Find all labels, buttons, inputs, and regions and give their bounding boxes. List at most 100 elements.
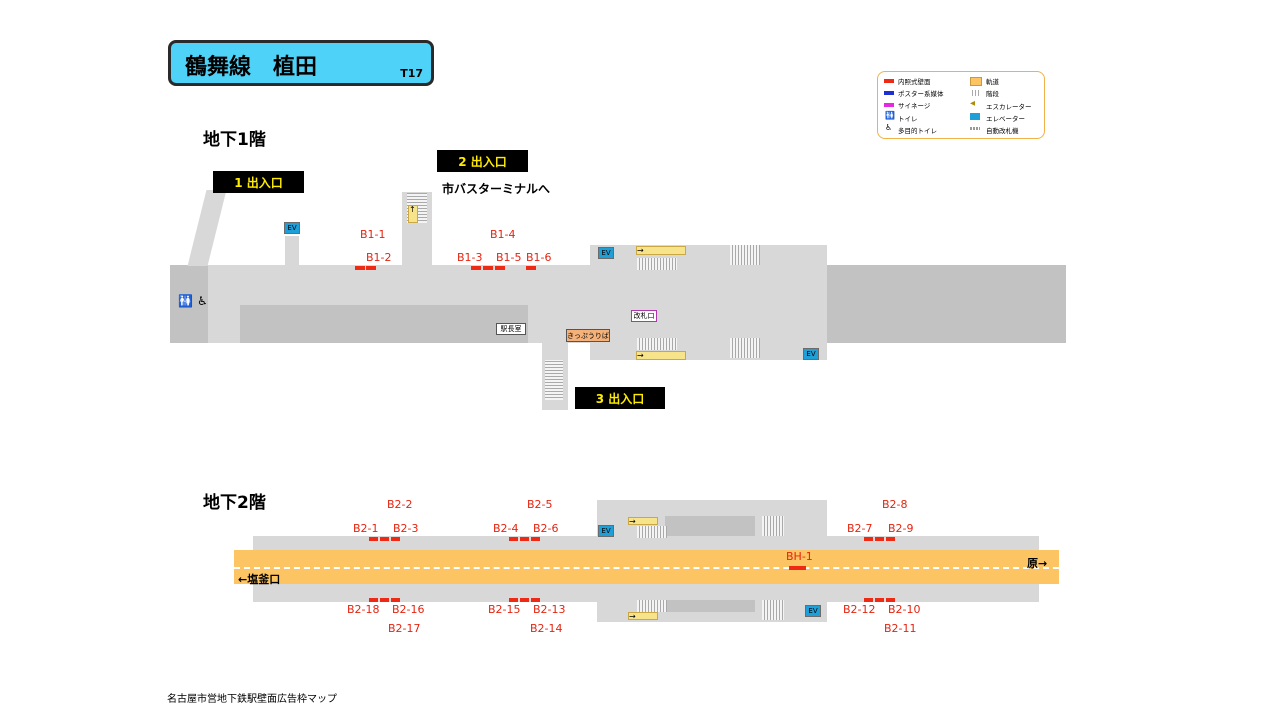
exit-2-sign: 2 出入口 (437, 150, 528, 172)
station-office: 駅長室 (496, 323, 526, 335)
ad-frame-b2-14 (520, 598, 529, 602)
ad-label-b2-1: B2-1 (353, 522, 379, 535)
escalator-icon: ◀ (970, 99, 975, 107)
ad-frame-b2-16 (391, 598, 400, 602)
ad-label-b2-11: B2-11 (884, 622, 917, 635)
multi-toilet-icon: ♿ (885, 123, 893, 132)
legend-escalator: エスカレーター (986, 103, 1032, 111)
b1-stairs-south (637, 338, 677, 350)
ticket-gate: 改札口 (631, 310, 657, 322)
b2-south-block (665, 600, 755, 612)
ad-label-b2-3: B2-3 (393, 522, 419, 535)
ad-frame-b2-17 (380, 598, 389, 602)
ad-frame-b2-11 (875, 598, 884, 602)
ad-label-b2-14: B2-14 (530, 622, 563, 635)
ad-frame-b1-1 (355, 266, 365, 270)
ad-label-bh-1: BH-1 (786, 550, 813, 563)
exit-3-sign: 3 出入口 (575, 387, 665, 409)
floor-title-b2: 地下2階 (203, 493, 266, 513)
lit-wall-swatch (884, 79, 894, 83)
b1-escalator-north: → (636, 246, 686, 255)
b1-inner-block (240, 305, 528, 343)
ad-frame-b1-6 (526, 266, 536, 270)
ad-frame-b1-5 (495, 266, 505, 270)
station-title-box: 鶴舞線 植田 T17 (168, 40, 434, 86)
b1-stairs-north (637, 258, 677, 270)
legend-poster: ポスター系媒体 (898, 90, 944, 98)
toilet-icon: 🚻 (178, 294, 193, 308)
ad-frame-b2-2 (380, 537, 389, 541)
signage-swatch (884, 103, 894, 107)
ad-label-b2-2: B2-2 (387, 498, 413, 511)
ad-label-b1-2: B1-2 (366, 251, 392, 264)
bus-terminal-note: 市バスターミナルへ (442, 182, 551, 196)
ad-label-b1-1: B1-1 (360, 228, 386, 241)
ad-label-b2-17: B2-17 (388, 622, 421, 635)
ad-label-b2-18: B2-18 (347, 603, 380, 616)
ad-frame-bh-1 (789, 566, 806, 570)
ad-label-b2-6: B2-6 (533, 522, 559, 535)
legend-signage: サイネージ (898, 102, 931, 110)
ad-label-b1-6: B1-6 (526, 251, 552, 264)
b2-north-block (665, 516, 755, 536)
b2-stairs-ne (762, 516, 784, 536)
ad-frame-b2-12 (864, 598, 873, 602)
b1-escalator-south: → (636, 351, 686, 360)
ad-label-b2-7: B2-7 (847, 522, 873, 535)
ev-shaft (285, 236, 299, 266)
toilet-icon: 🚻 (885, 111, 895, 120)
ad-label-b1-3: B1-3 (457, 251, 483, 264)
legend: 内照式壁面 ポスター系媒体 サイネージ 🚻 トイレ ♿ 多目的トイレ 軌道 階段… (877, 71, 1045, 139)
gate-icon (970, 127, 980, 130)
elevator-icon (970, 113, 980, 120)
footer-caption: 名古屋市営地下鉄駅壁面広告枠マップ (167, 694, 337, 705)
ad-frame-b2-7 (864, 537, 873, 541)
exit-1-sign: 1 出入口 (213, 171, 304, 193)
exit3-stairs (545, 360, 563, 400)
b2-stairs-south (637, 600, 667, 612)
ad-frame-b2-1 (369, 537, 378, 541)
ad-label-b2-10: B2-10 (888, 603, 921, 616)
legend-stairs: 階段 (986, 90, 999, 98)
elevator-b1-west: EV (284, 222, 300, 234)
ad-label-b2-5: B2-5 (527, 498, 553, 511)
legend-lit-wall: 内照式壁面 (898, 78, 931, 86)
ad-label-b2-13: B2-13 (533, 603, 566, 616)
direction-right: 原→ (1027, 557, 1048, 570)
ad-frame-b2-10 (886, 598, 895, 602)
ad-frame-b2-8 (875, 537, 884, 541)
poster-swatch (884, 91, 894, 95)
b1-stairs-se (730, 338, 760, 358)
ad-frame-b2-13 (531, 598, 540, 602)
ad-frame-b2-5 (520, 537, 529, 541)
elevator-b2-north: EV (598, 525, 614, 537)
ad-frame-b1-4 (483, 266, 493, 270)
ad-label-b2-4: B2-4 (493, 522, 519, 535)
exit2-escalator: ↑ (408, 205, 418, 223)
multi-toilet-icon: ♿ (197, 294, 208, 308)
ad-label-b1-5: B1-5 (496, 251, 522, 264)
floor-title-b1: 地下1階 (203, 130, 266, 150)
stairs-swatch (970, 90, 980, 96)
b2-stairs-north (637, 526, 667, 538)
ad-frame-b2-15 (509, 598, 518, 602)
track-swatch (970, 77, 982, 86)
ad-label-b2-15: B2-15 (488, 603, 521, 616)
ticket-machines: きっぷうりば (566, 329, 610, 342)
ad-label-b2-8: B2-8 (882, 498, 908, 511)
b1-west-block (170, 265, 208, 343)
ad-frame-b1-2 (366, 266, 376, 270)
elevator-b2-south: EV (805, 605, 821, 617)
b1-east-hall (747, 245, 827, 360)
legend-gate: 自動改札機 (986, 127, 1019, 135)
track-centerline (234, 567, 1059, 569)
ad-frame-b2-9 (886, 537, 895, 541)
b1-stairs-ne (730, 245, 760, 265)
legend-track: 軌道 (986, 78, 999, 86)
elevator-b1-gate: EV (598, 247, 614, 259)
station-code: T17 (400, 67, 423, 80)
direction-left: ←塩釜口 (238, 573, 281, 586)
ad-frame-b2-4 (509, 537, 518, 541)
b2-escalator-north: → (628, 517, 658, 525)
station-title: 鶴舞線 植田 (185, 55, 318, 80)
